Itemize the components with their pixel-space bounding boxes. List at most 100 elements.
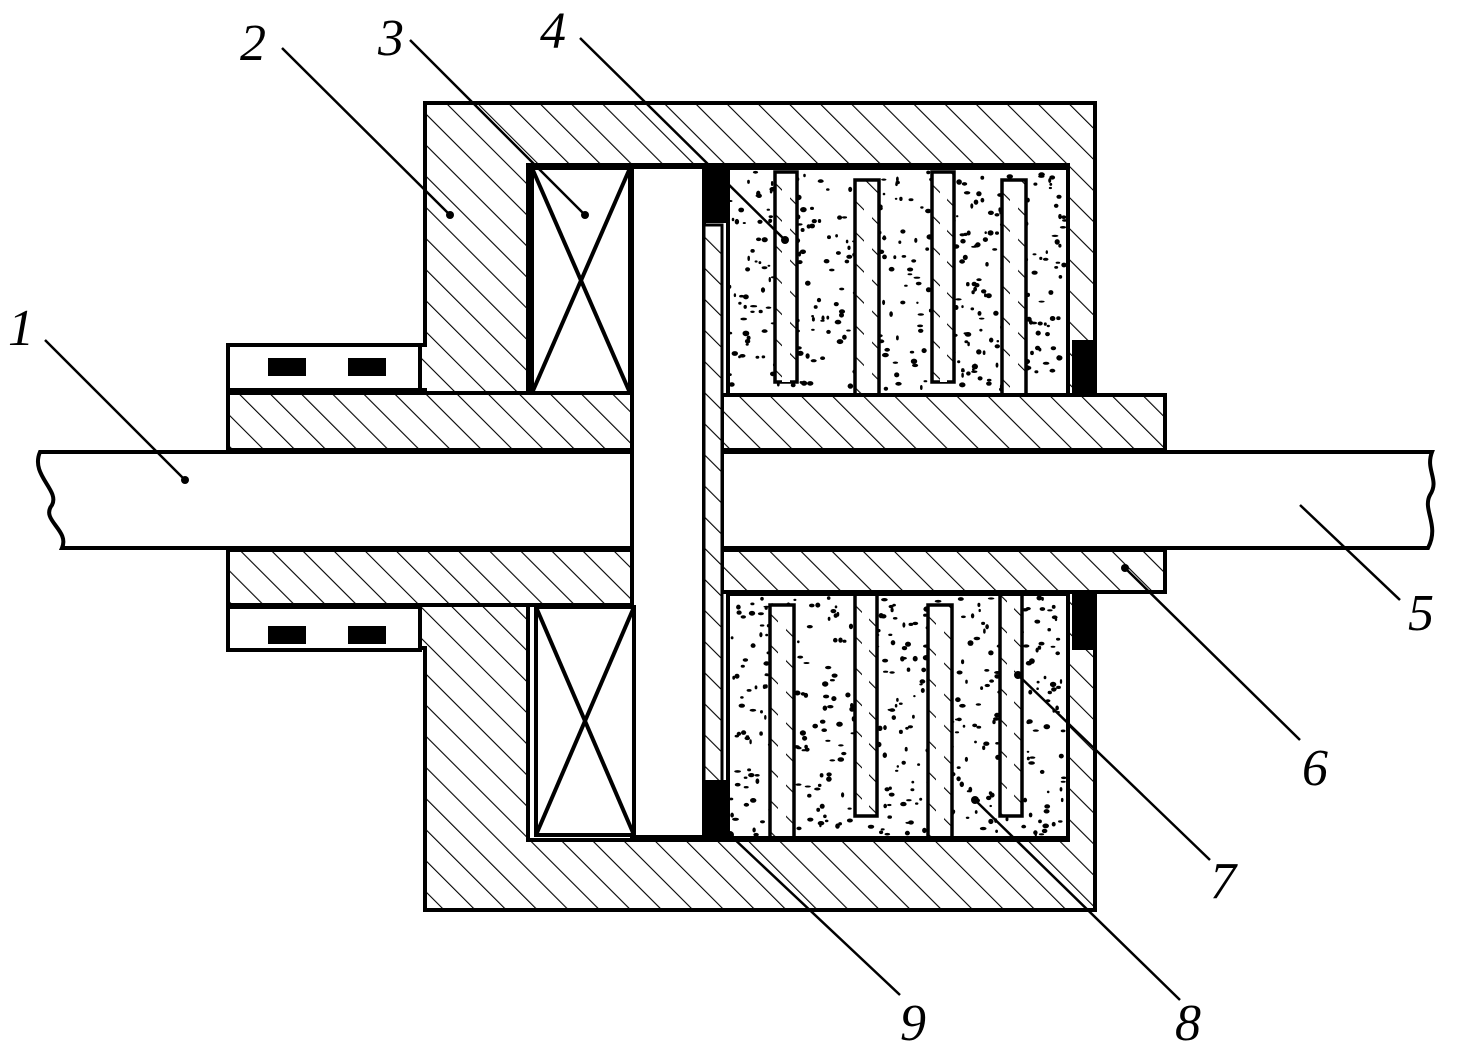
fluid-particle	[1060, 780, 1066, 783]
fluid-particle	[1028, 812, 1033, 818]
fluid-particle	[790, 382, 796, 388]
fluid-particle	[889, 311, 893, 317]
fluid-particle	[919, 797, 923, 801]
fluid-particle	[768, 215, 773, 219]
fluid-particle	[812, 723, 818, 729]
fluid-particle	[795, 783, 802, 786]
fluid-particle	[996, 340, 1000, 343]
fluid-particle	[1058, 820, 1063, 823]
fluid-particle	[988, 818, 994, 825]
fluid-particle	[901, 646, 908, 651]
fluid-particle	[976, 349, 982, 355]
fluid-particle	[734, 770, 741, 773]
fluid-particle	[1053, 203, 1059, 208]
fluid-particle	[763, 605, 770, 608]
fluid-particle	[973, 636, 981, 641]
fluid-particle	[805, 353, 810, 359]
fluid-particle	[895, 769, 899, 772]
fluid-particle	[980, 197, 985, 203]
fluid-particle	[755, 355, 760, 359]
fluid-particle	[841, 216, 848, 219]
fluid-particle	[912, 655, 918, 662]
fluid-particle	[1022, 644, 1030, 648]
fluid-particle	[796, 826, 802, 831]
fluid-particle	[816, 807, 821, 812]
fluid-particle	[732, 675, 736, 680]
fluid-particle	[1054, 239, 1060, 245]
fluid-particle	[761, 329, 768, 333]
fluid-particle	[1056, 194, 1062, 199]
fluid-particle	[1042, 823, 1049, 829]
fluid-particle	[743, 294, 749, 300]
fluid-particle	[882, 254, 887, 260]
fluid-particle	[742, 658, 749, 662]
fluid-particle	[1046, 324, 1050, 328]
fluid-particle	[909, 350, 915, 354]
fluid-particle	[1037, 620, 1040, 624]
fluid-particle	[749, 708, 757, 712]
fluid-particle	[917, 763, 921, 766]
fluid-particle	[984, 231, 987, 235]
fluid-particle	[834, 605, 838, 609]
fluid-particle	[806, 224, 811, 229]
fluid-particle	[731, 351, 738, 356]
fluid-particle	[1026, 750, 1030, 753]
fluid-particle	[1045, 250, 1049, 255]
fluid-particle	[900, 300, 906, 305]
fluid-particle	[913, 695, 916, 698]
fluid-particle	[734, 673, 740, 679]
fluid-particle	[809, 223, 815, 229]
fluid-particle	[989, 679, 994, 683]
fluid-particle	[770, 181, 774, 186]
coil-lower	[534, 605, 636, 837]
fluid-particle	[896, 697, 899, 702]
fluid-particle	[800, 207, 807, 213]
fluid-particle	[956, 670, 963, 675]
fluid-particle	[847, 807, 852, 810]
fluid-particle	[827, 616, 831, 621]
fluid-particle	[1026, 720, 1031, 725]
fluid-particle	[917, 324, 924, 328]
fluid-particle	[883, 725, 887, 731]
fluid-particle	[957, 360, 961, 364]
fluid-particle	[825, 665, 832, 670]
fluid-particle	[982, 350, 986, 356]
fluid-particle	[955, 298, 962, 301]
fluid-particle	[887, 803, 892, 807]
fluid-particle	[988, 791, 993, 795]
fluid-particle	[801, 380, 808, 386]
fluid-particle	[902, 622, 906, 628]
fluid-particle	[961, 369, 965, 373]
fluid-particle	[754, 774, 760, 777]
fluid-particle	[803, 173, 806, 178]
fluid-particle	[977, 311, 982, 316]
fluid-particle	[925, 208, 932, 214]
fluid-particle	[890, 607, 894, 613]
fluid-particle	[815, 602, 821, 608]
fluid-particle	[987, 597, 995, 600]
fluid-particle	[741, 730, 747, 735]
fluid-particle	[881, 178, 887, 181]
fluid-particle	[995, 742, 1000, 745]
fluid-particle	[810, 359, 817, 363]
fluid-particle	[892, 361, 899, 364]
fluid-particle	[895, 381, 902, 386]
fluid-particle	[803, 692, 809, 698]
fluid-particle	[747, 179, 750, 184]
fluid-particle	[1027, 366, 1032, 370]
fluid-particle	[819, 719, 826, 724]
fluid-particle	[831, 696, 837, 702]
fluid-particle	[971, 290, 975, 295]
fluid-particle	[807, 793, 812, 798]
fluid-particle	[1005, 816, 1009, 822]
fluid-particle	[826, 596, 831, 600]
fluid-particle	[1036, 595, 1043, 601]
fluid-particle	[898, 240, 902, 244]
fluid-particle	[921, 667, 927, 673]
fluid-particle	[759, 731, 763, 736]
input-shaft	[36, 450, 657, 550]
label-6: 6	[1302, 740, 1328, 797]
label-8: 8	[1175, 995, 1201, 1052]
fluid-particle	[913, 276, 921, 279]
fluid-particle	[758, 261, 762, 265]
